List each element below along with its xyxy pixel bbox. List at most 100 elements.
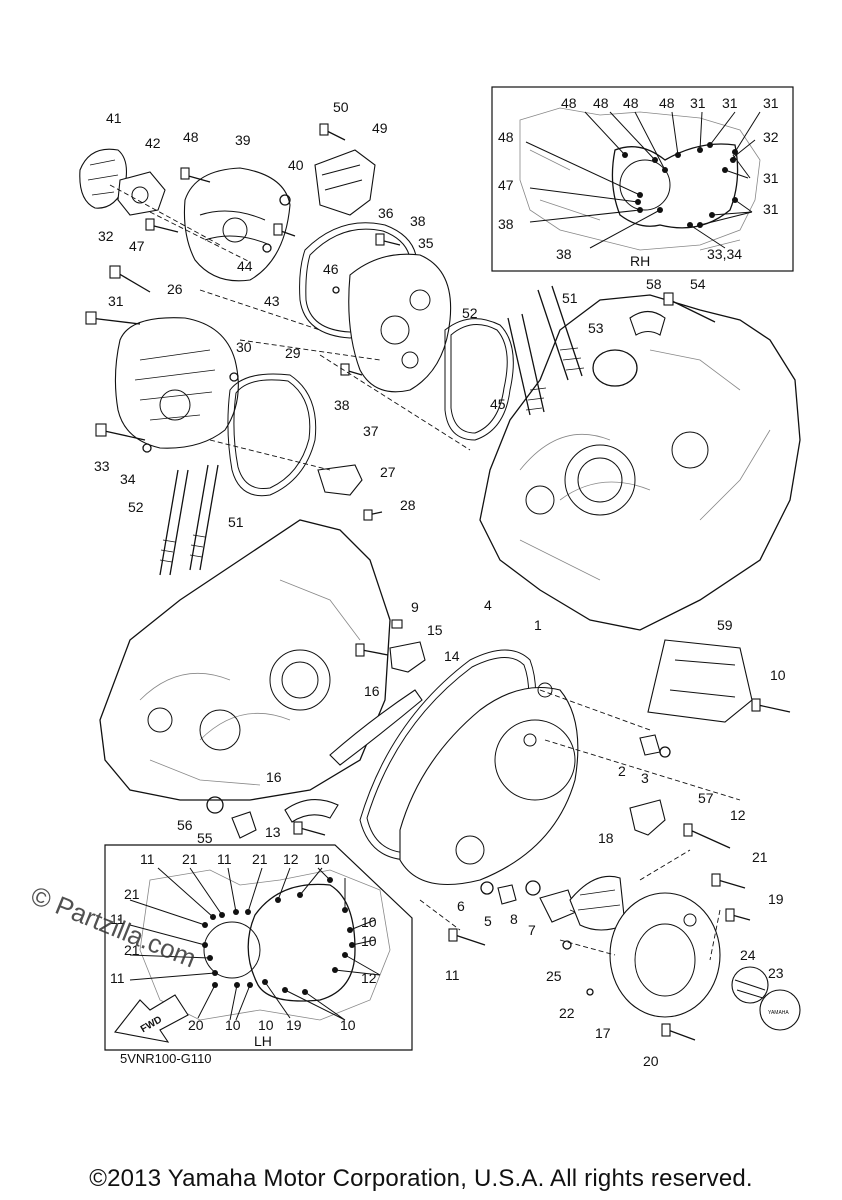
callout: 48 bbox=[659, 95, 675, 111]
callout: 41 bbox=[106, 110, 122, 126]
callout: 11 bbox=[217, 851, 232, 867]
callout: 25 bbox=[546, 968, 562, 984]
yamaha-emblem-text: YAMAHA bbox=[768, 1010, 789, 1016]
callout: 12 bbox=[730, 807, 746, 823]
callout: 24 bbox=[740, 947, 756, 963]
callout: 50 bbox=[333, 99, 349, 115]
callout: 12 bbox=[361, 970, 377, 986]
lh-label: LH bbox=[254, 1033, 272, 1049]
callout: 13 bbox=[265, 824, 281, 840]
callout: 17 bbox=[595, 1025, 611, 1041]
callout: 38 bbox=[498, 216, 514, 232]
callout: 10 bbox=[258, 1017, 274, 1033]
callout: 51 bbox=[562, 290, 578, 306]
rh-inset: RH bbox=[491, 86, 794, 272]
callout: 7 bbox=[528, 922, 536, 938]
callout: 20 bbox=[188, 1017, 204, 1033]
callout: 10 bbox=[361, 914, 377, 930]
callout: 11 bbox=[110, 911, 125, 927]
callout: 21 bbox=[252, 851, 268, 867]
callout: 48 bbox=[623, 95, 639, 111]
callout: 10 bbox=[340, 1017, 356, 1033]
callout: 19 bbox=[286, 1017, 302, 1033]
callout: 31 bbox=[690, 95, 706, 111]
callout: 48 bbox=[498, 129, 514, 145]
callout: 37 bbox=[363, 423, 379, 439]
callout: 15 bbox=[427, 622, 443, 638]
callout: 39 bbox=[235, 132, 251, 148]
callout: 45 bbox=[490, 396, 506, 412]
callout: 21 bbox=[124, 942, 140, 958]
callout: 26 bbox=[167, 281, 183, 297]
crankcase-cover-lh bbox=[359, 649, 741, 946]
callout: 21 bbox=[182, 851, 198, 867]
callout: 19 bbox=[768, 891, 784, 907]
callout: 31 bbox=[763, 201, 779, 217]
callout: 2 bbox=[618, 763, 626, 779]
callout: 16 bbox=[266, 769, 282, 785]
callout: 48 bbox=[593, 95, 609, 111]
callout: 27 bbox=[380, 464, 396, 480]
callout: 32 bbox=[763, 129, 779, 145]
diagram-code: 5VNR100-G110 bbox=[120, 1051, 212, 1066]
crankcase-lh bbox=[99, 519, 426, 839]
crankcase-rh bbox=[479, 285, 801, 631]
callout: 59 bbox=[717, 617, 733, 633]
callout: 21 bbox=[124, 886, 140, 902]
callout: 11 bbox=[445, 967, 460, 983]
callout: 56 bbox=[177, 817, 193, 833]
callout: 54 bbox=[690, 276, 706, 292]
callout: 29 bbox=[285, 345, 301, 361]
callout: 57 bbox=[698, 790, 714, 806]
callout: 36 bbox=[378, 205, 394, 221]
callout: 38 bbox=[410, 213, 426, 229]
callout: 10 bbox=[225, 1017, 241, 1033]
callout: 43 bbox=[264, 293, 280, 309]
callout: 47 bbox=[498, 177, 514, 193]
fwd-arrow: FWD bbox=[114, 994, 189, 1043]
callout: 35 bbox=[418, 235, 434, 251]
callout: 48 bbox=[183, 129, 199, 145]
lh-inset: LH bbox=[104, 844, 413, 1051]
callout: 6 bbox=[457, 898, 465, 914]
stator-cover-parts bbox=[79, 123, 514, 521]
clutch-cover-parts: YAMAHA bbox=[559, 639, 801, 1041]
callout: 32 bbox=[98, 228, 114, 244]
callout: 52 bbox=[128, 499, 144, 515]
callout: 18 bbox=[598, 830, 614, 846]
callout: 22 bbox=[559, 1005, 575, 1021]
callout: 16 bbox=[364, 683, 380, 699]
callout: 46 bbox=[323, 261, 339, 277]
rh-label: RH bbox=[630, 253, 650, 269]
callout: 28 bbox=[400, 497, 416, 513]
callout: 31 bbox=[763, 95, 779, 111]
callout: 51 bbox=[228, 514, 244, 530]
callout: 20 bbox=[643, 1053, 659, 1069]
studs-lh bbox=[159, 464, 219, 576]
callout: 38 bbox=[334, 397, 350, 413]
callout: 48 bbox=[561, 95, 577, 111]
callout: 31 bbox=[722, 95, 738, 111]
callout: 10 bbox=[314, 851, 330, 867]
callout: 10 bbox=[770, 667, 786, 683]
callout: 42 bbox=[145, 135, 161, 151]
callout: 40 bbox=[288, 157, 304, 173]
callout: 55 bbox=[197, 830, 213, 846]
callout: 31 bbox=[108, 293, 124, 309]
callout: 10 bbox=[361, 933, 377, 949]
callout: 4 bbox=[484, 597, 492, 613]
callout: 34 bbox=[120, 471, 136, 487]
callout: 31 bbox=[763, 170, 779, 186]
callout: 33 bbox=[94, 458, 110, 474]
callout-labels: 41 42 48 39 40 50 4 9 36 38 46 35 32 47 4… bbox=[94, 95, 786, 1069]
callout: 11 bbox=[140, 851, 155, 867]
copyright-notice: ©2013 Yamaha Motor Corporation, U.S.A. A… bbox=[89, 1165, 753, 1192]
callout: 30 bbox=[236, 339, 252, 355]
callout: 14 bbox=[444, 648, 460, 664]
callout: 21 bbox=[752, 849, 768, 865]
callout: 9 bbox=[411, 599, 419, 615]
callout: 52 bbox=[462, 305, 478, 321]
callout: 38 bbox=[556, 246, 572, 262]
callout: 12 bbox=[283, 851, 299, 867]
